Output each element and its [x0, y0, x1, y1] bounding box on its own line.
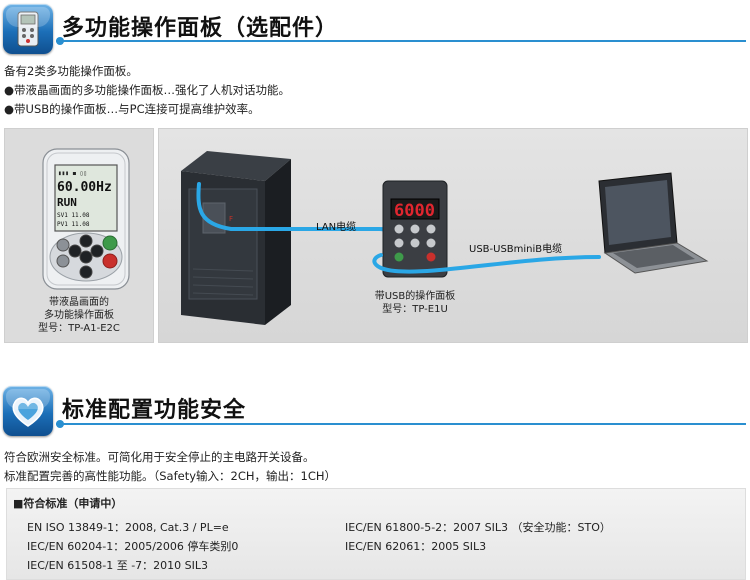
lcd-status-readout: RUN [57, 196, 77, 209]
connection-diagram: F 6000 [181, 151, 709, 325]
usb-connection-figure: F 6000 LAN电缆 USB-USBminiB电缆 带USB的操作面板 型号… [158, 128, 748, 343]
standards-box: ■符合标准（申请中） EN ISO 13849-1：2008, Cat.3 / … [6, 488, 746, 580]
safety-line: 标准配置完善的高性能功能。（Safety输入：2CH，输出：1CH） [4, 469, 337, 483]
usb-cable-label: USB-USBminiB电缆 [469, 244, 563, 255]
lcd-freq-readout: 60.00Hz [57, 180, 112, 195]
lcd-keypad-caption: 带液晶画面的 多功能操作面板 型号：TP-A1-E2C [5, 296, 153, 335]
safety-line: 符合欧洲安全标准。可简化用于安全停止的主电路开关设备。 [4, 450, 315, 464]
intro-line: ●带USB的操作面板…与PC连接可提高维护效率。 [4, 102, 260, 116]
keypad-section-icon [3, 4, 53, 54]
standard-item: IEC/EN 60204-1：2005/2006 停车类别0 [27, 540, 239, 553]
lan-cable-label: LAN电缆 [316, 222, 357, 233]
usb-keypad-caption: 带USB的操作面板 型号：TP-E1U [359, 290, 471, 316]
caption-line: 多功能操作面板 [44, 310, 114, 321]
svg-text:▮▮▮ ◼ ▯▯: ▮▮▮ ◼ ▯▯ [58, 170, 87, 177]
section-title-safety: 标准配置功能安全 [62, 398, 247, 423]
standard-item: IEC/EN 61508-1 至 -7：2010 SIL3 [27, 559, 209, 572]
usb-keypad-display: 6000 [394, 201, 435, 221]
section-rule [56, 420, 746, 428]
caption-line: 带液晶画面的 [49, 297, 109, 308]
lcd-line: SV1 11.08 [57, 212, 90, 219]
standard-item: IEC/EN 62061：2005 SIL3 [345, 540, 487, 553]
intro-line: ●带液晶画面的多功能操作面板…强化了人机对话功能。 [4, 83, 291, 97]
lcd-line: PV1 11.08 [57, 221, 90, 228]
lcd-keypad-figure: ▮▮▮ ◼ ▯▯ 60.00Hz RUN SV1 11.08 PV1 11.08… [4, 128, 154, 343]
standard-item: EN ISO 13849-1：2008, Cat.3 / PL=e [27, 521, 229, 534]
standard-item: IEC/EN 61800-5-2：2007 SIL3 （安全功能：STO） [345, 521, 611, 534]
standards-heading: ■符合标准（申请中） [13, 497, 123, 510]
svg-text:F: F [229, 215, 233, 223]
lcd-keypad-image: ▮▮▮ ◼ ▯▯ 60.00Hz RUN SV1 11.08 PV1 11.08 [42, 148, 130, 290]
safety-section-icon [3, 386, 53, 436]
caption-model: 型号：TP-A1-E2C [38, 323, 120, 334]
section-title-keypad: 多功能操作面板（选配件） [62, 16, 339, 41]
caption-model: 型号：TP-E1U [382, 304, 448, 315]
section-rule [56, 37, 746, 45]
intro-line: 备有2类多功能操作面板。 [4, 64, 138, 78]
caption-line: 带USB的操作面板 [374, 291, 456, 302]
usb-cable [372, 253, 601, 274]
